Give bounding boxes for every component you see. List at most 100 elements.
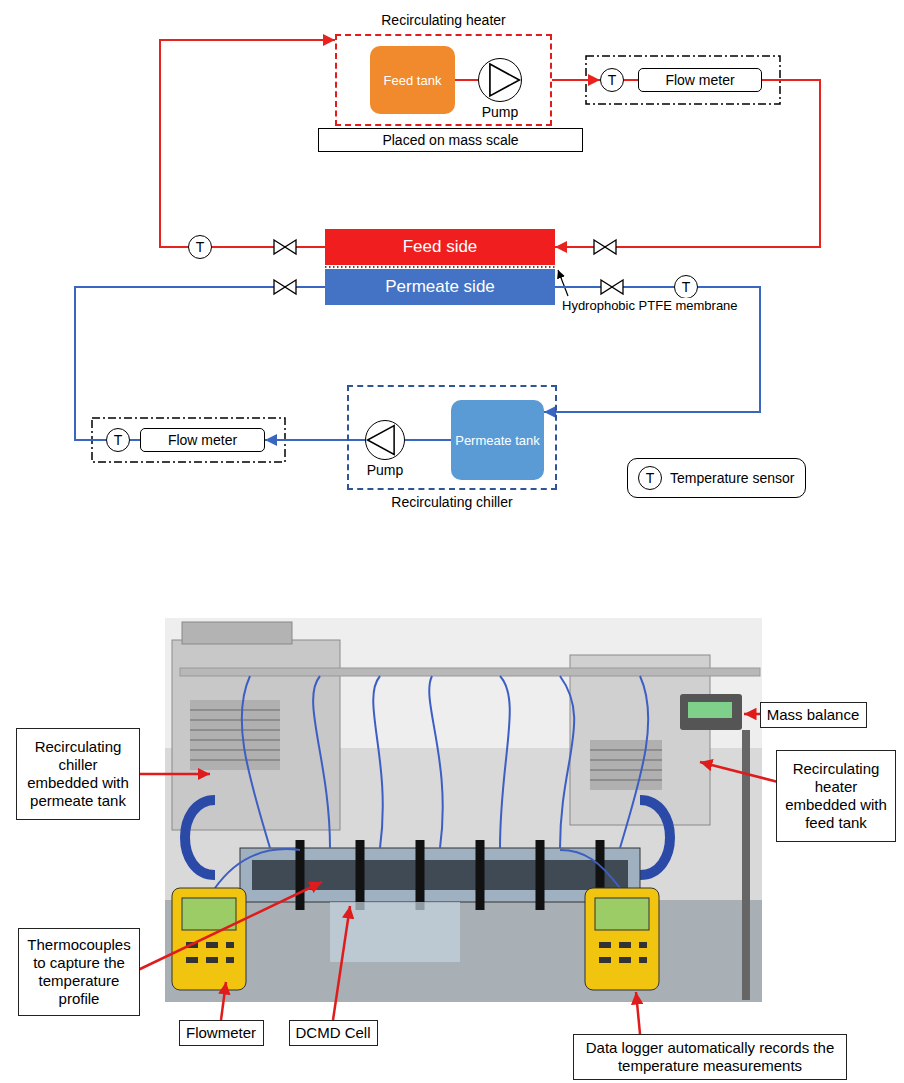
pipe-connector	[555, 80, 820, 247]
callout-pointer	[221, 982, 226, 1020]
tube-loop	[185, 800, 215, 875]
pump-symbol: Pump	[478, 58, 522, 102]
cell-channel	[252, 860, 628, 890]
callout-box: Flowmeter	[179, 1020, 264, 1046]
chiller-grille	[190, 700, 280, 770]
logger-buttons	[186, 945, 234, 960]
pump-symbol: Pump	[365, 420, 405, 460]
callout-pointer	[138, 882, 322, 970]
logger-buttons	[599, 945, 647, 960]
pipe-connector	[455, 79, 478, 81]
data-logger	[172, 888, 246, 990]
node-label: Permeate tank	[455, 433, 540, 448]
annotation-label: Hydrophobic PTFE membrane	[562, 298, 738, 313]
callout-box: Recirculating chiller embedded with perm…	[16, 728, 140, 820]
logger-screen	[595, 898, 649, 930]
instrument-group	[586, 56, 780, 104]
photo-background	[165, 618, 762, 1002]
label-holder: Hydrophobic PTFE membrane	[562, 296, 738, 314]
pipe-connector	[130, 439, 140, 441]
group-title: Recirculating heater	[337, 12, 550, 28]
node-label: Pump	[458, 104, 542, 120]
grille-lines	[190, 710, 280, 760]
pipe-connector	[544, 287, 760, 412]
pump-triangle	[366, 421, 404, 459]
mass-scale-box: Placed on mass scale	[318, 128, 583, 152]
chiller-top	[182, 622, 292, 644]
callout-pointer	[636, 992, 640, 1034]
logger-screen	[182, 898, 236, 930]
grille-lines	[590, 750, 662, 780]
heater-group: Recirculating heaterFeed tankPump	[335, 34, 552, 126]
thermocouple-wires	[242, 676, 649, 848]
pipe-connector	[160, 40, 335, 247]
node-label: T	[114, 432, 123, 448]
temperature-sensor: T	[674, 275, 698, 299]
callout-pointer	[138, 773, 210, 776]
pipe-connector	[75, 287, 325, 440]
chiller-group: Recirculating chillerPumpPermeate tank	[347, 385, 557, 490]
data-logger	[585, 888, 659, 990]
callout-pointer	[333, 906, 350, 1020]
pump-triangle	[368, 426, 395, 455]
group-title: Recirculating chiller	[349, 494, 555, 510]
callout-pointer	[700, 762, 778, 782]
node-label: Flow meter	[665, 72, 734, 88]
valve-symbol	[594, 240, 616, 254]
node-label: Flow meter	[168, 432, 237, 448]
callout-text: Recirculating heater embedded with feed …	[781, 760, 891, 832]
node-label: Pump	[345, 462, 425, 478]
pump-triangle	[479, 59, 521, 101]
callout-text: Data logger automatically records the te…	[578, 1039, 842, 1075]
logger-wires	[215, 849, 620, 888]
flow-meter-box: Flow meter	[140, 428, 265, 452]
node-label: Placed on mass scale	[382, 132, 518, 148]
balance-stand	[742, 730, 750, 1000]
temperature-sensor: T	[106, 428, 130, 452]
flow-meter-box: Flow meter	[638, 68, 762, 92]
sensor-symbol-letter: T	[646, 470, 655, 486]
permeate-channel: Permeate side	[325, 269, 555, 305]
pipe-connector	[624, 79, 638, 81]
feed-channel: Feed side	[325, 229, 555, 265]
pipe-connector	[265, 439, 365, 441]
pump-triangle	[490, 64, 519, 96]
balance-screen	[688, 702, 732, 718]
callout-pointer	[744, 713, 760, 716]
balance-display	[680, 694, 742, 730]
instrument-group	[92, 418, 285, 462]
cell-clamps	[300, 840, 600, 910]
callout-text: DCMD Cell	[296, 1024, 371, 1042]
callout-box: Data logger automatically records the te…	[573, 1034, 847, 1080]
lab-photo	[165, 618, 762, 1002]
callout-text: Flowmeter	[186, 1024, 256, 1042]
callout-text: Thermocouples to capture the temperature…	[23, 936, 135, 1008]
node-label: Feed side	[403, 237, 478, 257]
tube-loop	[640, 800, 670, 875]
callout-text: Recirculating chiller embedded with perm…	[21, 738, 135, 810]
legend-text: Temperature sensor	[670, 470, 795, 486]
callout-box: DCMD Cell	[289, 1020, 378, 1046]
pipe-connector	[212, 246, 325, 248]
feed-tank: Feed tank	[370, 46, 455, 114]
pipe-connector	[405, 439, 451, 441]
callout-box: Recirculating heater embedded with feed …	[776, 750, 896, 842]
heater-grille	[590, 740, 662, 790]
legend-box: T Temperature sensor	[627, 458, 806, 498]
membrane-pores	[325, 266, 555, 268]
callout-box: Mass balance	[760, 702, 867, 728]
valve-symbol	[601, 280, 623, 294]
valve-symbol	[274, 280, 296, 294]
node-label: T	[608, 72, 617, 88]
node-label: T	[682, 279, 691, 295]
legend-sample: T	[638, 466, 662, 490]
support-rod	[180, 668, 760, 676]
node-label: Feed tank	[384, 73, 442, 88]
callout-box: Thermocouples to capture the temperature…	[18, 928, 140, 1016]
temperature-sensor: T	[600, 68, 624, 92]
